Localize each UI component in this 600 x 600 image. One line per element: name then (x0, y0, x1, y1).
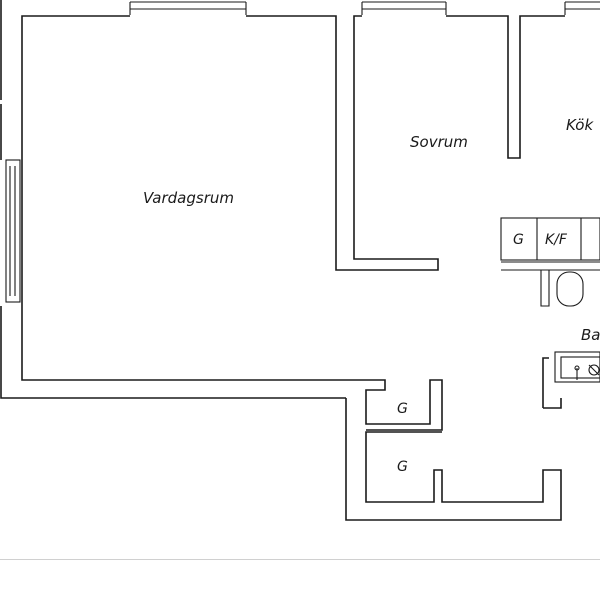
closet-label-2: G (397, 459, 408, 475)
kitchen-cabinet-label: G (513, 232, 524, 248)
window-top-middle (361, 1, 447, 15)
window-top-left (129, 1, 247, 15)
exterior-wall-left (0, 0, 346, 399)
window-top-right (564, 1, 600, 15)
room-label-kitchen: Kök (566, 116, 594, 134)
fridge-freezer-label: K/F (545, 232, 568, 248)
kitchen-counter (500, 217, 600, 271)
bottom-divider (0, 559, 600, 560)
room-label-living-room: Vardagsrum (143, 189, 234, 207)
room-label-bedroom: Sovrum (410, 133, 468, 151)
window-left (5, 159, 21, 303)
closet-label-1: G (397, 401, 408, 417)
corridor-walls (345, 357, 562, 521)
living-room-walls (21, 15, 443, 431)
bedroom-kitchen-walls (446, 15, 565, 159)
sink-icon (554, 351, 600, 383)
room-label-bathroom: Ba (581, 326, 600, 344)
toilet-icon (540, 270, 584, 307)
